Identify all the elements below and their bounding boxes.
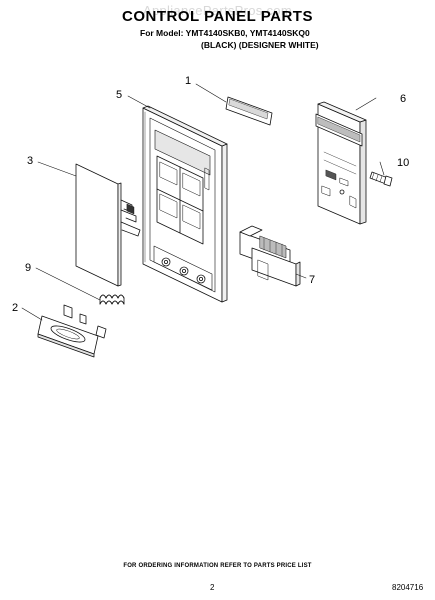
callout-1: 1 (185, 75, 191, 87)
part-3-keypad-membrane (75, 163, 141, 287)
callout-2: 2 (12, 302, 18, 314)
callout-9: 9 (25, 262, 31, 274)
callout-7: 7 (309, 274, 315, 286)
leader-lines (21, 83, 385, 321)
part-7-latch-bracket (239, 225, 301, 287)
page-number: 2 (210, 583, 215, 592)
part-10-screw (369, 171, 393, 187)
document-code: 8204716 (392, 583, 424, 592)
model-line: For Model: YMT4140SKB0, YMT4140SKQ0 (140, 28, 310, 38)
part-6-control-board (315, 101, 367, 225)
page-title: CONTROL PANEL PARTS (122, 8, 313, 25)
callout-3: 3 (27, 155, 33, 167)
part-1-label-plate (225, 96, 273, 126)
ordering-note: FOR ORDERING INFORMATION REFER TO PARTS … (123, 563, 312, 569)
callout-6: 6 (400, 93, 406, 105)
callout-10: 10 (397, 157, 409, 169)
part-2-release-button (37, 304, 107, 358)
part-5-control-panel-frame (142, 105, 228, 303)
part-9-spring (99, 294, 125, 305)
variant-line: (BLACK) (DESIGNER WHITE) (201, 40, 319, 50)
watermark-text: AppliancePartsPros.com (143, 3, 292, 18)
callout-5: 5 (116, 89, 122, 101)
